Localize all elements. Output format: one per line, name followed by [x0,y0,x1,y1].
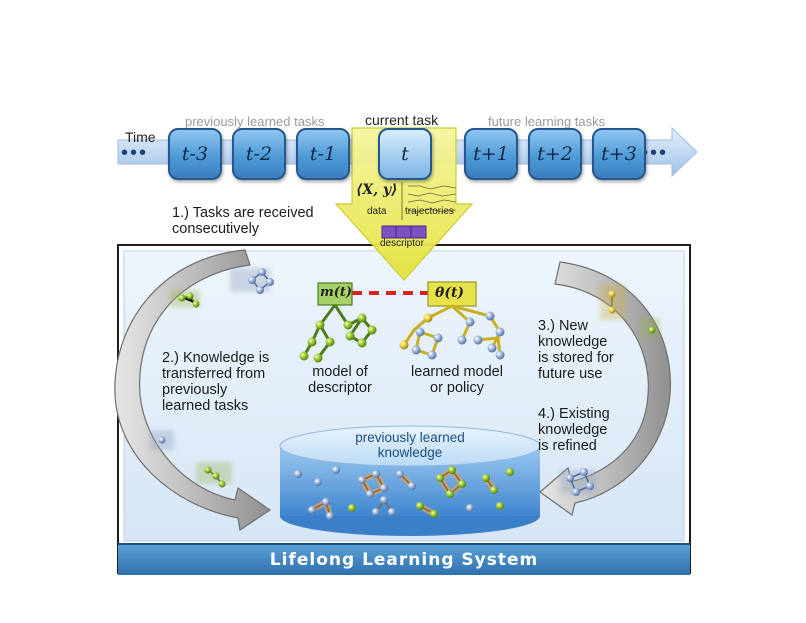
future-learning-tasks-label: future learning tasks [488,114,606,129]
timeline-left-dots: ••• [121,142,149,164]
system-title-bar: Lifelong Learning System [118,543,690,575]
task-box-current: t [378,128,432,180]
task-box-t-plus-2: t+2 [528,128,582,180]
left-arrow-components [150,268,274,488]
task-box-t-minus-3: t-3 [168,128,222,180]
learned-model-label: learned model or policy [411,364,503,396]
previously-learned-tasks-label: previously learned tasks [185,114,325,129]
task-box-t-plus-3: t+3 [592,128,646,180]
step-1-label: 1.) Tasks are received consecutively [172,205,314,237]
time-label: Time [125,129,156,145]
descriptor-model-label: model of descriptor [308,364,372,396]
task-box-t-minus-1: t-1 [296,128,350,180]
trajectories-icon [407,185,457,213]
step-2-label: 2.) Knowledge is transferred from previo… [162,350,270,414]
timeline-right-dots: ••• [641,142,669,164]
step-3-label: 3.) New knowledge is stored for future u… [538,318,614,382]
step-4-label: 4.) Existing knowledge is refined [538,406,610,454]
current-task-funnel [334,127,474,281]
descriptor-model-nodes [299,313,377,363]
kb-cylinder-top [279,425,541,467]
right-cycle-arrow [539,261,672,517]
knowledge-base-title: previously learned knowledge [355,430,465,460]
task-box-t-plus-1: t+1 [464,128,518,180]
current-task-label: current task [365,112,439,128]
theta-model-box [427,281,477,307]
kb-knowledge-items [294,465,514,520]
data-math-label: ⟨X, y⟩ [356,182,398,198]
system-title: Lifelong Learning System [269,550,539,570]
learned-model-nodes [399,311,505,360]
task-box-t-minus-2: t-2 [232,128,286,180]
descriptor-label: descriptor [380,238,424,249]
data-label: data [367,206,387,217]
theta-model-label: θ(t) [435,285,465,301]
m-model-label: m(t) [320,285,353,300]
left-cycle-arrow [114,249,272,532]
trajectories-label: trajectories [405,206,454,217]
right-arrow-components [560,284,660,496]
descriptor-bar [381,225,427,239]
